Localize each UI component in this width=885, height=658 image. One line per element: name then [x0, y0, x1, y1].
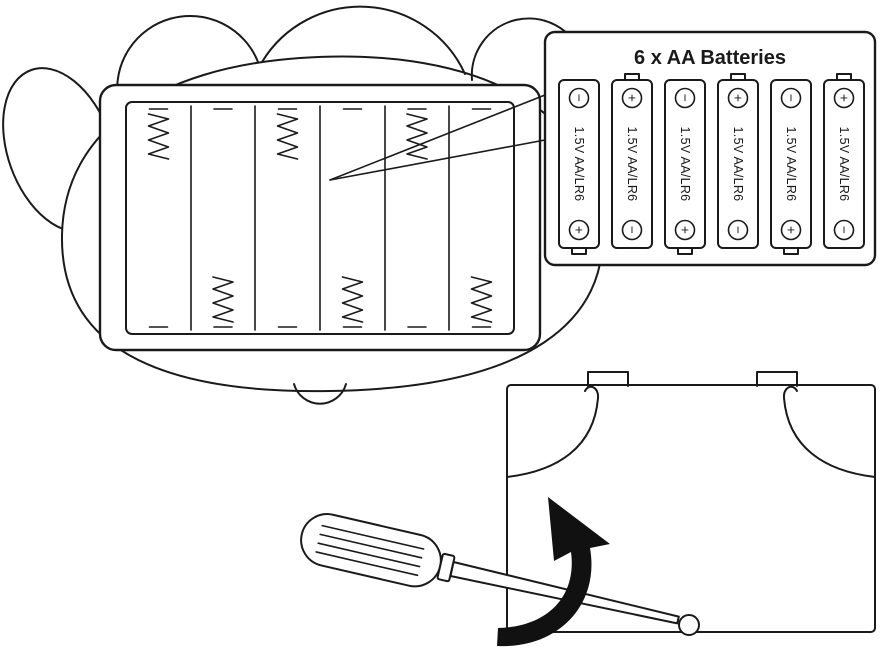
toy-head-bump-middle [261, 5, 466, 75]
battery-nub [677, 247, 693, 255]
battery-cell: + − 1.5V AA/LR6 [611, 73, 653, 249]
terminal-symbol-bottom: − [625, 226, 640, 234]
battery-terminal-top [568, 87, 590, 109]
battery-inset-panel: 6 x AA Batteries − + 1.5V AA/LR6 + − 1.5… [543, 30, 877, 267]
battery-cell: − + 1.5V AA/LR6 [770, 79, 812, 255]
slot-springs [147, 113, 493, 323]
battery-terminal-bottom [621, 219, 643, 241]
terminal-symbol-bottom: − [837, 226, 852, 234]
toy-head-bump-left [116, 14, 259, 101]
battery-nub [836, 73, 852, 81]
cover-tab-left [587, 371, 629, 387]
terminal-symbol-top: + [625, 94, 640, 102]
cover-screw [678, 614, 700, 636]
spring-coil-top-2 [276, 113, 299, 160]
slot-contact-plates [148, 108, 492, 328]
battery-voltage-label: 1.5V AA/LR6 [731, 127, 745, 202]
cover-molding-right [782, 385, 876, 478]
battery-terminal-bottom [568, 219, 590, 241]
terminal-symbol-top: − [678, 94, 693, 102]
terminal-symbol-top: + [837, 94, 852, 102]
screwdriver [300, 513, 680, 625]
battery-cell: + − 1.5V AA/LR6 [717, 73, 759, 249]
battery-terminal-bottom [780, 219, 802, 241]
battery-terminal-bottom [727, 219, 749, 241]
handle-grip-lines [315, 524, 425, 577]
battery-compartment [98, 83, 542, 352]
leader-line-lower [329, 139, 546, 181]
handle-collar [436, 552, 456, 583]
battery-voltage-label: 1.5V AA/LR6 [678, 127, 692, 202]
battery-nub [783, 247, 799, 255]
battery-cell: + − 1.5V AA/LR6 [823, 73, 865, 249]
battery-terminal-top [727, 87, 749, 109]
terminal-symbol-top: + [731, 94, 746, 102]
terminal-symbol-bottom: + [678, 226, 693, 234]
battery-voltage-label: 1.5V AA/LR6 [625, 127, 639, 202]
compartment-slot-dividers [190, 105, 450, 331]
terminal-symbol-top: − [784, 94, 799, 102]
battery-voltage-label: 1.5V AA/LR6 [837, 127, 851, 202]
battery-voltage-label: 1.5V AA/LR6 [572, 127, 586, 202]
leader-line-upper [329, 94, 546, 181]
battery-terminal-bottom [674, 219, 696, 241]
battery-terminal-top [780, 87, 802, 109]
handle-body [300, 513, 442, 588]
battery-voltage-label: 1.5V AA/LR6 [784, 127, 798, 202]
battery-nub [571, 247, 587, 255]
spring-coil-bottom-1 [212, 276, 234, 323]
toy-bottom-tab [293, 383, 347, 405]
spring-coil-bottom-2 [341, 276, 364, 323]
screwdriver-handle [300, 513, 456, 588]
spring-coil-top-1 [147, 113, 170, 160]
battery-cell: − + 1.5V AA/LR6 [664, 79, 706, 255]
battery-nub [730, 73, 746, 81]
battery-terminal-top [621, 87, 643, 109]
terminal-symbol-top: − [572, 94, 587, 102]
battery-terminal-top [674, 87, 696, 109]
battery-nub [624, 73, 640, 81]
rotate-open-arrow [497, 497, 610, 647]
battery-terminal-top [833, 87, 855, 109]
callout-leader-lines [329, 94, 546, 181]
battery-terminal-bottom [833, 219, 855, 241]
cover-molding-left [506, 385, 600, 478]
terminal-symbol-bottom: + [784, 226, 799, 234]
spring-coil-top-3 [406, 113, 428, 160]
terminal-symbol-bottom: − [731, 226, 746, 234]
battery-cell: − + 1.5V AA/LR6 [558, 79, 600, 255]
battery-cover [506, 371, 876, 636]
cover-tab-right [756, 371, 798, 387]
inset-title: 6 x AA Batteries [634, 47, 786, 69]
spring-coil-bottom-3 [470, 276, 493, 323]
terminal-symbol-bottom: + [572, 226, 587, 234]
